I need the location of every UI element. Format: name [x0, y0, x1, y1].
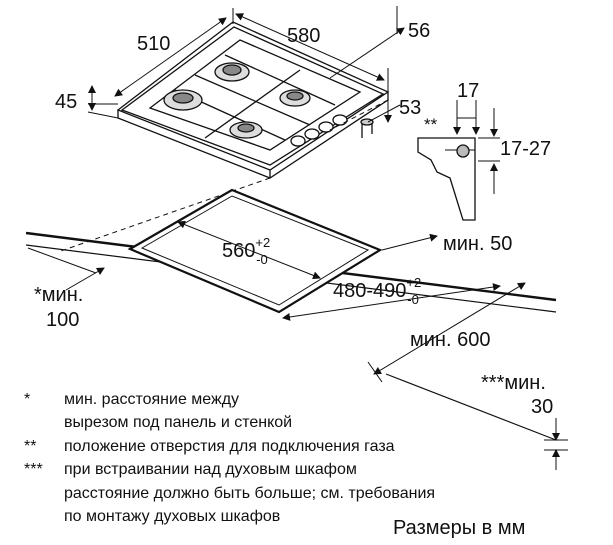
footnote-text: по монтажу духовых шкафов [64, 508, 281, 526]
hob-dimension-lines [87, 6, 405, 123]
hob-depth-label: 510 [137, 33, 170, 55]
footnote-gas: ** положение отверстия для подключения г… [24, 435, 584, 458]
gas-offset-label: 56 [408, 20, 430, 42]
footnote-text: расстояние должно быть больше; см. требо… [64, 484, 436, 502]
footnote-text: мин. расстояние между [64, 391, 240, 408]
detail-width-label: 17 [457, 80, 479, 102]
cutout-width-label: 560+2-0 [222, 235, 270, 267]
detail-mark: ** [424, 115, 438, 134]
detail-height-label: 17-27 [500, 138, 551, 160]
min-side-label: мин. 50 [443, 233, 512, 255]
footnotes: * мин. расстояние между вырезом под пане… [24, 388, 584, 528]
footnote-mark: * [24, 391, 31, 408]
depth-510-line [114, 17, 227, 97]
min-oven-label: ***мин. [481, 372, 546, 394]
footnote-text: при встраивании над духовым шкафом [64, 461, 357, 479]
footnote-oven: *** при встраивании над духовым шкафом [24, 458, 584, 481]
worktop-drawing [25, 99, 568, 470]
footnote-text: вырезом под панель и стенкой [64, 414, 293, 432]
gas-depth-label: 53 [399, 97, 421, 119]
footnote-wall: * мин. расстояние между [24, 388, 584, 411]
min-depth-label: мин. 600 [410, 329, 490, 351]
hob-width-label: 580 [287, 25, 320, 47]
min-oven-value: 30 [531, 396, 553, 418]
cutout-depth-label: 480-490+2-0 [333, 275, 421, 307]
min-depth-line [373, 282, 526, 375]
footnote-text: положение отверстия для подключения газа [64, 437, 395, 455]
units-label: Размеры в мм [393, 517, 526, 539]
footnote-mark: ** [24, 437, 37, 455]
footnote-mark: *** [24, 461, 43, 479]
min-wall-value: 100 [46, 309, 79, 331]
width-580-line [235, 13, 385, 81]
hob-height-label: 45 [55, 91, 77, 113]
gas-connection-detail [417, 100, 500, 221]
cutout-width-line [177, 220, 321, 280]
min-wall-label: *мин. [34, 284, 83, 306]
